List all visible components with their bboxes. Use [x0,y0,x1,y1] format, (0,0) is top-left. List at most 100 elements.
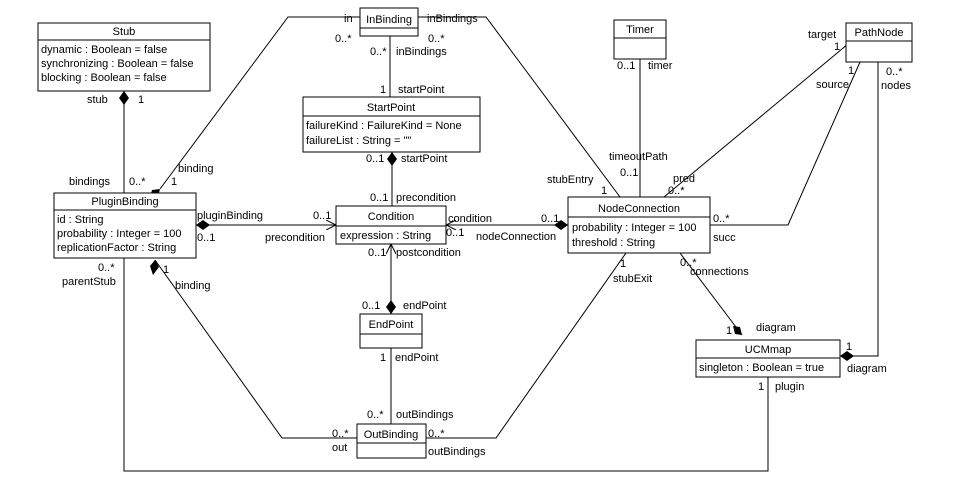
multiplicity-label: 0..* [680,257,697,269]
role-label: nodes [881,80,911,92]
multiplicity-label: 0..1 [313,210,331,222]
role-label: target [808,29,836,41]
class-name: EndPoint [369,319,414,331]
class-name: Timer [626,24,654,36]
class-name: StartPoint [367,102,415,114]
multiplicity-label: 0..1 [370,192,388,204]
class-ucmmap: UCMmap singleton : Boolean = true [695,339,841,378]
role-label: endPoint [403,300,446,312]
multiplicity-label: 0..* [668,185,685,197]
multiplicity-label: 1 [846,341,852,353]
multiplicity-label: 0..1 [446,227,464,239]
composition-diamond [386,300,396,314]
role-label: precondition [396,192,456,204]
role-label: out [332,442,347,454]
multiplicity-label: 1 [380,84,386,96]
class-timer: Timer [613,19,667,60]
multiplicity-label: 0..1 [366,153,384,165]
multiplicity-label: 1 [726,325,732,337]
role-label: diagram [756,322,796,334]
role-label: precondition [265,232,325,244]
class-name: InBinding [366,14,412,26]
assoc-inbinding-pluginbinding [159,16,360,190]
composition-diamond [840,351,854,361]
class-attribute: threshold : String [572,237,655,249]
class-attribute: blocking : Boolean = false [41,72,167,84]
role-label: succ [713,232,736,244]
assoc-pathnode-source [710,61,861,226]
multiplicity-label: 0..* [428,33,445,45]
role-label: nodeConnection [476,231,556,243]
composition-diamond [150,260,159,275]
multiplicity-label: 1 [601,185,607,197]
multiplicity-label: 0..1 [620,167,638,179]
assoc-pluginbinding-outbinding [154,259,357,439]
role-label: binding [175,280,210,292]
role-label: startPoint [398,84,444,96]
role-label: condition [448,213,492,225]
class-attribute: dynamic : Boolean = false [41,44,167,56]
class-attribute: replicationFactor : String [57,242,176,254]
role-label: timeoutPath [609,151,668,163]
multiplicity-label: 0..1 [617,60,635,72]
assoc-pathnode-ucmmap [840,62,879,357]
assoc-inbinding-nodeconnection [418,16,621,198]
role-label: stubEntry [547,174,594,186]
composition-diamond [733,326,742,335]
multiplicity-label: 0..* [428,428,445,440]
role-label: startPoint [401,153,447,165]
multiplicity-label: 0..1 [541,213,559,225]
multiplicity-label: 0..* [332,428,349,440]
class-attribute: expression : String [340,230,431,242]
multiplicity-label: 1 [163,264,169,276]
composition-diamond [119,91,129,105]
role-label: parentStub [62,276,116,288]
role-label: postcondition [396,247,461,259]
role-label: outBindings [428,446,486,458]
multiplicity-label: 1 [834,41,840,53]
multiplicity-label: 1 [138,94,144,106]
class-endpoint: EndPoint [359,313,423,349]
multiplicity-label: 1 [380,352,386,364]
role-label: endPoint [395,352,438,364]
multiplicity-label: 0..* [335,33,352,45]
multiplicity-label: 0..* [129,176,146,188]
multiplicity-label: 0..* [98,262,115,274]
assoc-outbinding-nodeconnection [426,252,627,439]
class-name: PluginBinding [91,196,158,208]
role-label: bindings [69,176,110,188]
class-name: Stub [113,26,136,38]
class-name: NodeConnection [598,203,680,215]
multiplicity-label: 0..* [367,409,384,421]
composition-diamond [554,220,568,230]
composition-diamond [196,220,210,230]
class-pluginbinding: PluginBinding id : String probability : … [53,192,197,259]
role-label: outBindings [396,409,454,421]
class-name: Condition [368,211,414,223]
role-label: pred [673,173,695,185]
role-label: connections [690,266,749,278]
class-startpoint: StartPoint failureKind : FailureKind = N… [302,96,481,153]
composition-diamond [387,152,397,166]
multiplicity-label: 1 [758,381,764,393]
role-label: diagram [847,363,887,375]
role-label: pluginBinding [197,210,263,222]
class-stub: Stub dynamic : Boolean = false synchroni… [37,22,211,92]
multiplicity-label: 0..1 [368,247,386,259]
assoc-pathnode-target [663,43,849,198]
multiplicity-label: 1 [171,176,177,188]
role-label: inBindings [396,46,447,58]
class-name: OutBinding [364,429,418,441]
multiplicity-label: 0..1 [197,232,215,244]
multiplicity-label: 0..* [886,66,903,78]
class-attribute: id : String [57,214,103,226]
associations [119,16,879,472]
assoc-nodeconnection-ucmmap [679,252,743,336]
class-attribute: probability : Integer = 100 [572,222,696,234]
multiplicity-label: 0..1 [362,300,380,312]
multiplicity-label: 1 [848,65,854,77]
class-outbinding: OutBinding [356,423,427,459]
class-name: UCMmap [745,344,791,356]
